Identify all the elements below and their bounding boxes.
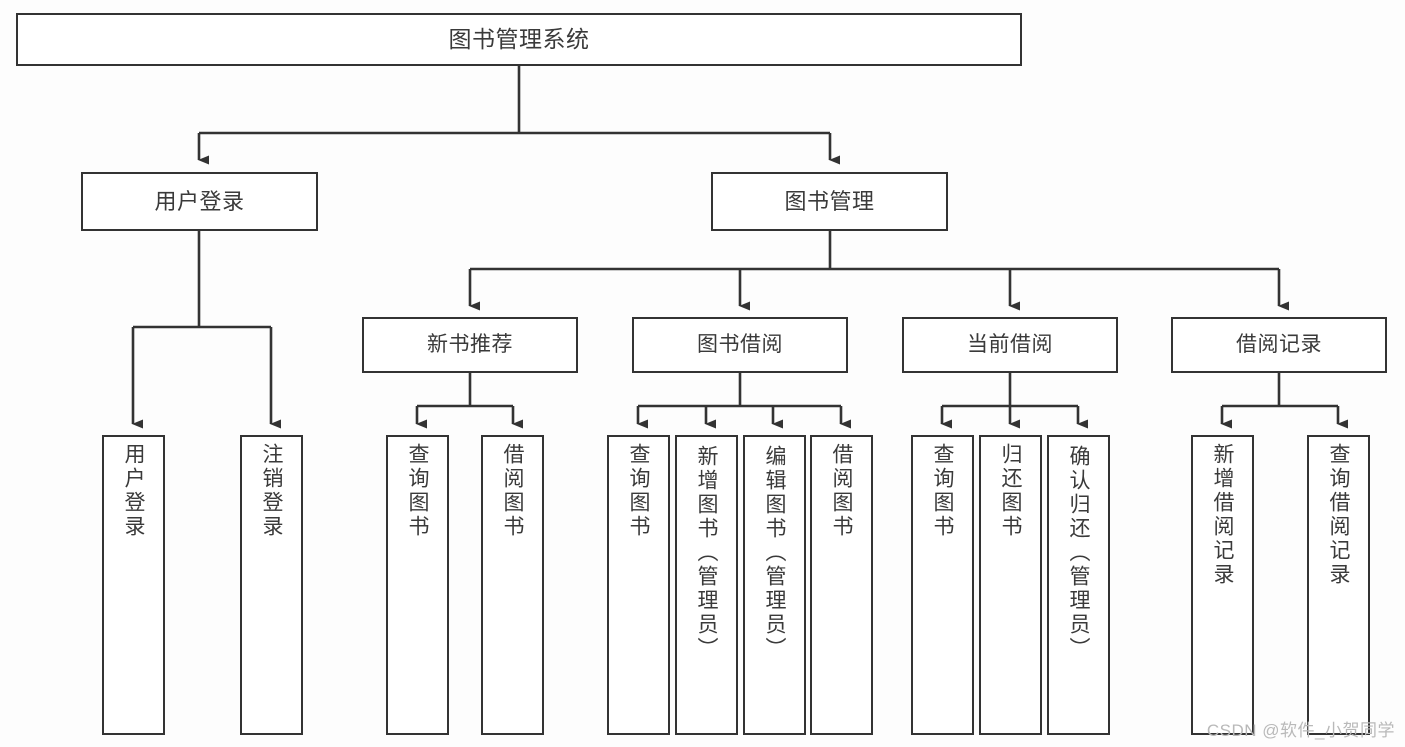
node-leaf-user-login[interactable]: 用户登录	[102, 435, 165, 735]
node-leaf-add-book[interactable]: 新增图书（管理员）	[675, 435, 738, 735]
node-borrow-record[interactable]: 借阅记录	[1171, 317, 1387, 373]
node-label: 借阅记录	[1236, 332, 1322, 356]
node-label: 新书推荐	[427, 332, 513, 356]
node-label: 查询借阅记录	[1327, 443, 1350, 587]
node-leaf-borrow-book[interactable]: 借阅图书	[810, 435, 873, 735]
node-label: 图书管理系统	[448, 25, 590, 52]
node-new-book-recommend[interactable]: 新书推荐	[362, 317, 578, 373]
node-label: 确认归还（管理员）	[1067, 445, 1090, 661]
node-label: 用户登录	[154, 188, 245, 214]
node-leaf-query-book-recommend[interactable]: 查询图书	[386, 435, 449, 735]
node-label: 图书管理	[784, 188, 875, 214]
node-leaf-query-book-current[interactable]: 查询图书	[911, 435, 974, 735]
node-label: 注销登录	[260, 443, 283, 539]
node-label: 查询图书	[627, 443, 650, 539]
node-leaf-confirm-return[interactable]: 确认归还（管理员）	[1047, 435, 1110, 735]
node-label: 归还图书	[999, 443, 1022, 539]
node-leaf-query-book-borrow[interactable]: 查询图书	[607, 435, 670, 735]
node-leaf-borrow-book-recommend[interactable]: 借阅图书	[481, 435, 544, 735]
node-leaf-return-book[interactable]: 归还图书	[979, 435, 1042, 735]
node-label: 借阅图书	[830, 443, 853, 539]
node-label: 查询图书	[406, 443, 429, 539]
node-label: 新增图书（管理员）	[695, 445, 718, 661]
node-leaf-logout[interactable]: 注销登录	[240, 435, 303, 735]
node-label: 新增借阅记录	[1211, 443, 1234, 587]
node-label: 当前借阅	[967, 332, 1053, 356]
node-root-system[interactable]: 图书管理系统	[16, 13, 1022, 66]
node-leaf-add-borrow-record[interactable]: 新增借阅记录	[1191, 435, 1254, 735]
node-user-login[interactable]: 用户登录	[81, 172, 318, 231]
node-leaf-query-borrow-record[interactable]: 查询借阅记录	[1307, 435, 1370, 735]
node-book-borrow[interactable]: 图书借阅	[632, 317, 848, 373]
node-label: 查询图书	[931, 443, 954, 539]
node-label: 编辑图书（管理员）	[763, 445, 786, 661]
node-label: 图书借阅	[697, 332, 783, 356]
node-book-manage[interactable]: 图书管理	[711, 172, 948, 231]
node-current-borrow[interactable]: 当前借阅	[902, 317, 1118, 373]
node-label: 借阅图书	[501, 443, 524, 539]
node-label: 用户登录	[122, 443, 145, 539]
node-leaf-edit-book[interactable]: 编辑图书（管理员）	[743, 435, 806, 735]
